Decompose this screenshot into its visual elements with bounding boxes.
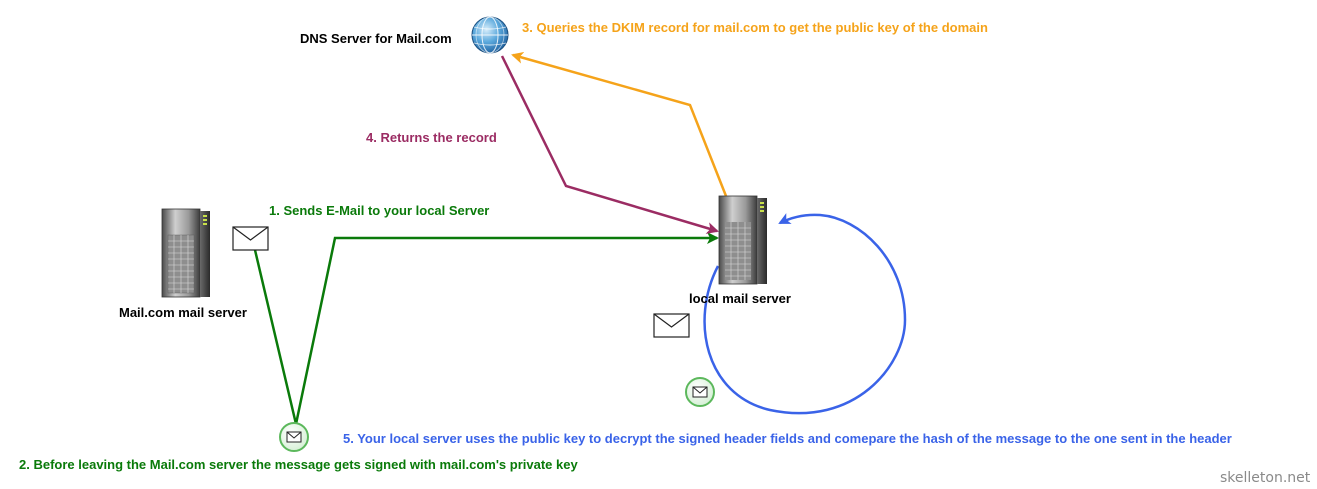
arrow-step-1-send	[253, 232, 719, 425]
arrow-step-4-return	[500, 55, 719, 234]
globe-icon	[471, 16, 509, 54]
connectors	[253, 51, 907, 425]
local-server-label: local mail server	[689, 291, 791, 306]
step-1-label: 1. Sends E-Mail to your local Server	[269, 203, 490, 218]
step-4-label: 4. Returns the record	[366, 130, 497, 145]
sender-server-label: Mail.com mail server	[119, 305, 247, 320]
dns-server-label: DNS Server for Mail.com	[300, 31, 452, 46]
step-3-label: 3. Queries the DKIM record for mail.com …	[522, 20, 988, 35]
server-icon	[718, 195, 767, 285]
step-2-label: 2. Before leaving the Mail.com server th…	[19, 457, 578, 472]
envelope-icon	[232, 226, 269, 251]
arrow-step-3-query	[511, 51, 728, 197]
step-5-label: 5. Your local server uses the public key…	[343, 431, 1232, 446]
arrow-step-5-verify	[703, 213, 907, 415]
server-icon	[161, 208, 210, 298]
signed-envelope-icon	[279, 422, 309, 452]
watermark: skelleton.net	[1220, 470, 1311, 486]
envelope-icon	[653, 313, 690, 338]
signed-envelope-icon	[685, 377, 715, 407]
